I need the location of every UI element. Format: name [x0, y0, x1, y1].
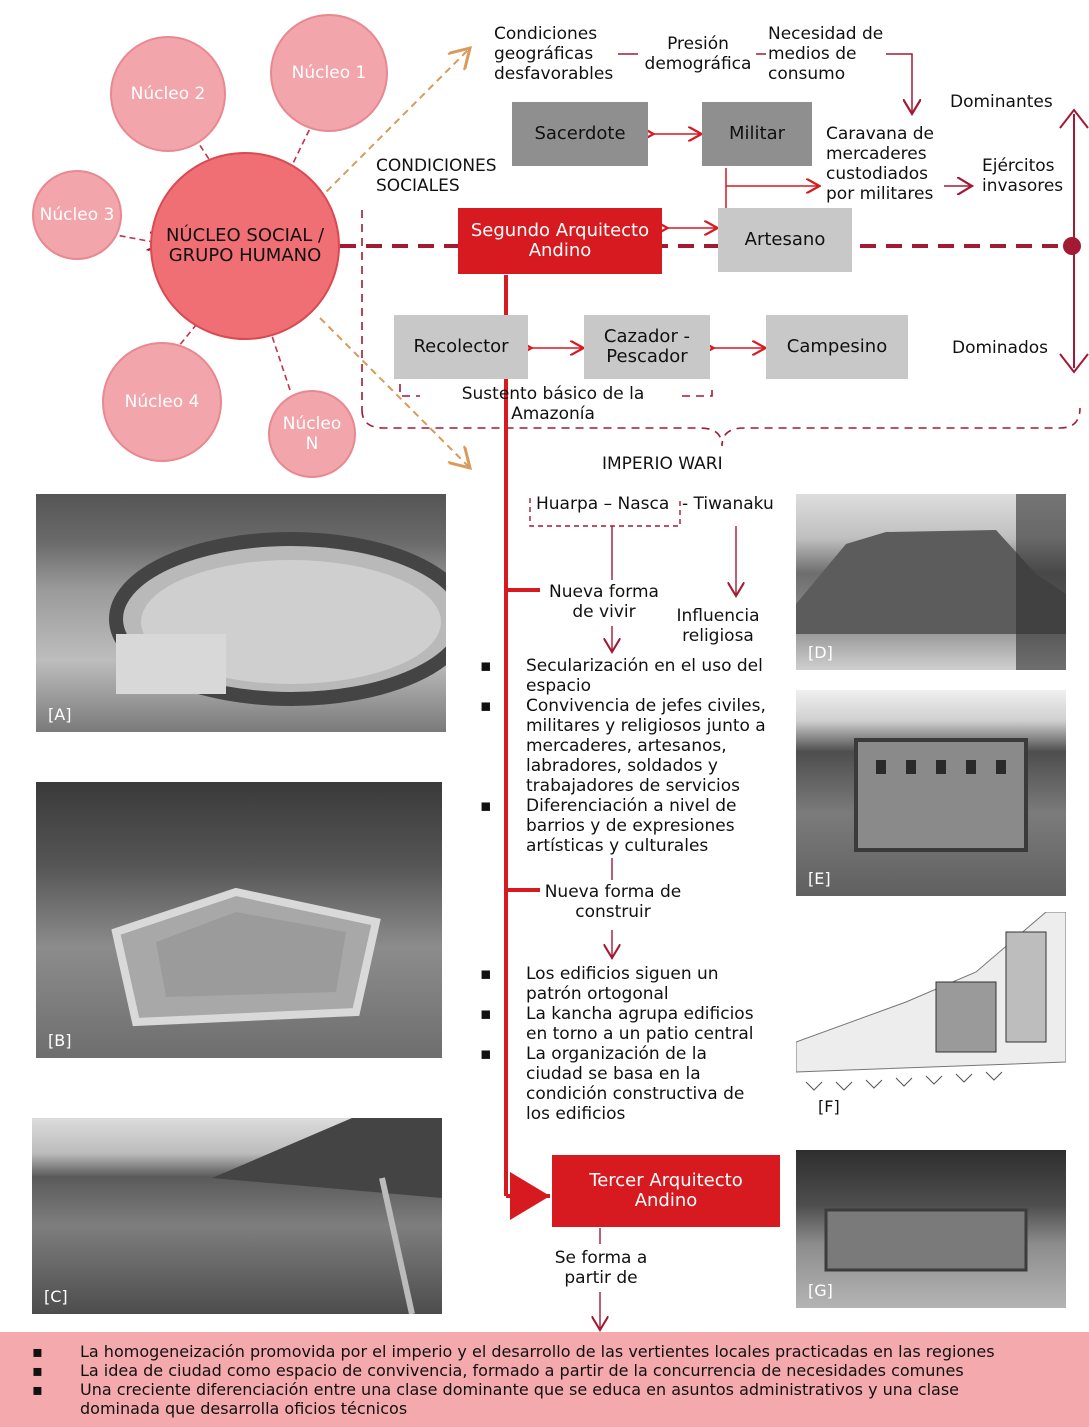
conclusion-item-text: La homogeneización promovida por el impe…: [80, 1342, 995, 1361]
photo-e-drawing: [854, 738, 1028, 852]
photo-b: [B]: [36, 782, 442, 1058]
imperio-wari-title: IMPERIO WARI: [602, 454, 723, 474]
militar-label: Militar: [728, 123, 786, 144]
photo-a-drawing: [109, 532, 446, 706]
nucleo-4-circle: Núcleo 4: [102, 342, 222, 462]
nucleo-3-circle: Núcleo 3: [32, 170, 122, 260]
dominantes-label: Dominantes: [950, 92, 1053, 112]
bullet-icon: ▪: [480, 796, 492, 816]
campesino-box: Campesino: [766, 315, 908, 379]
segundo-arquitecto-label: Segundo Arquitecto Andino: [470, 220, 650, 261]
tiwanaku-text: - Tiwanaku: [682, 494, 774, 514]
nucleo-social-label: NÚCLEO SOCIAL / GRUPO HUMANO: [165, 225, 325, 266]
photo-g-drawing: [824, 1208, 1028, 1272]
nucleo-n-label: Núcleo N: [282, 414, 342, 454]
conclusion-item: ▪ La homogeneización promovida por el imp…: [32, 1342, 1089, 1361]
vivir-item: ▪ Diferenciación a nivel de barrios y de …: [480, 796, 786, 856]
conclusion-item: ▪ Una creciente diferenciación entre una …: [32, 1380, 1040, 1418]
drawing-f-sketch: [796, 912, 1066, 1091]
huarpa-nasca-text: Huarpa – Nasca: [536, 494, 670, 514]
vivir-item: ▪ Convivencia de jefes civiles, militares…: [480, 696, 786, 796]
sacerdote-label: Sacerdote: [534, 123, 626, 144]
nucleo-1-circle: Núcleo 1: [270, 14, 388, 132]
construir-bullet-list: ▪ Los edificios siguen un patrón ortogona…: [480, 964, 766, 1124]
photo-d-drawing: [796, 494, 1066, 670]
bullet-icon: ▪: [32, 1342, 43, 1361]
bullet-icon: ▪: [480, 1004, 492, 1024]
nucleo-4-label: Núcleo 4: [124, 392, 200, 412]
photo-b-label: [B]: [48, 1031, 72, 1050]
conclusion-band: ▪ La homogeneización promovida por el imp…: [0, 1332, 1089, 1427]
bullet-icon: ▪: [32, 1380, 43, 1399]
photo-a: [A]: [36, 494, 446, 732]
photo-c-drawing: [212, 1118, 442, 1314]
photo-g: [G]: [796, 1150, 1066, 1308]
conclusion-item-text: Una creciente diferenciación entre una c…: [80, 1380, 960, 1418]
vivir-item-text: Convivencia de jefes civiles, militares …: [526, 696, 766, 796]
construir-item-text: La organización de la ciudad se basa en …: [526, 1044, 745, 1124]
construir-item-text: La kancha agrupa edificios en torno a un…: [526, 1004, 754, 1044]
vivir-item: ▪ Secularización en el uso del espacio: [480, 656, 786, 696]
photo-e-label: [E]: [808, 869, 831, 888]
cazador-pescador-box: Cazador - Pescador: [584, 315, 710, 379]
tercer-arquitecto-label: Tercer Arquitecto Andino: [589, 1170, 743, 1211]
nucleo-1-label: Núcleo 1: [291, 63, 367, 83]
conclusion-item: ▪ La idea de ciudad como espacio de convi…: [32, 1361, 1089, 1380]
photo-a-label: [A]: [48, 705, 72, 724]
nueva-forma-construir-label: Nueva forma de construir: [544, 882, 682, 922]
artesano-box: Artesano: [718, 208, 852, 272]
presion-demografica-text: Presión demográfica: [644, 34, 752, 74]
influencia-religiosa-label: Influencia religiosa: [676, 606, 760, 646]
bullet-icon: ▪: [480, 656, 492, 676]
condiciones-geograficas-text: Condiciones geográficas desfavorables: [494, 24, 614, 84]
vivir-item-text: Diferenciación a nivel de barrios y de e…: [526, 796, 737, 856]
segundo-arquitecto-box: Segundo Arquitecto Andino: [458, 208, 662, 274]
photo-d: [D]: [796, 494, 1066, 670]
photo-b-drawing: [111, 887, 381, 1027]
construir-item-text: Los edificios siguen un patrón ortogonal: [526, 964, 719, 1004]
construir-item: ▪ Los edificios siguen un patrón ortogona…: [480, 964, 766, 1004]
vivir-bullet-list: ▪ Secularización en el uso del espacio ▪ C…: [480, 656, 786, 856]
se-forma-label: Se forma a partir de: [554, 1248, 648, 1288]
cazador-pescador-label: Cazador - Pescador: [603, 326, 691, 367]
tercer-arquitecto-box: Tercer Arquitecto Andino: [552, 1155, 780, 1227]
photo-g-label: [G]: [808, 1281, 833, 1300]
nucleo-social-circle: NÚCLEO SOCIAL / GRUPO HUMANO: [150, 152, 340, 340]
bullet-icon: ▪: [480, 1044, 492, 1064]
caravana-text: Caravana de mercaderes custodiados por m…: [826, 124, 935, 204]
bullet-icon: ▪: [480, 964, 492, 984]
photo-d-label: [D]: [808, 643, 833, 662]
construir-item: ▪ La kancha agrupa edificios en torno a u…: [480, 1004, 766, 1044]
bullet-icon: ▪: [480, 696, 492, 716]
vivir-item-text: Secularización en el uso del espacio: [526, 656, 763, 696]
drawing-f-label: [F]: [818, 1097, 840, 1116]
photo-e: [E]: [796, 690, 1066, 896]
militar-box: Militar: [702, 102, 812, 166]
photo-c-label: [C]: [44, 1287, 68, 1306]
nucleo-2-circle: Núcleo 2: [110, 36, 226, 152]
nucleo-n-circle: Núcleo N: [268, 390, 356, 478]
campesino-label: Campesino: [786, 336, 888, 357]
artesano-label: Artesano: [744, 229, 826, 250]
nucleo-2-label: Núcleo 2: [130, 84, 206, 104]
bullet-icon: ▪: [32, 1361, 43, 1380]
recolector-box: Recolector: [394, 315, 528, 379]
drawing-f: [F]: [796, 912, 1066, 1126]
ejercitos-text: Ejércitos invasores: [982, 156, 1064, 196]
conclusion-item-text: La idea de ciudad como espacio de conviv…: [80, 1361, 964, 1380]
sacerdote-box: Sacerdote: [512, 102, 648, 166]
recolector-label: Recolector: [413, 336, 509, 357]
nucleo-3-label: Núcleo 3: [39, 205, 115, 225]
photo-c: [C]: [32, 1118, 442, 1314]
sustento-text: Sustento básico de la Amazonía: [461, 384, 645, 424]
dominados-label: Dominados: [952, 338, 1049, 358]
nueva-forma-vivir-label: Nueva forma de vivir: [549, 582, 659, 622]
construir-item: ▪ La organización de la ciudad se basa en…: [480, 1044, 766, 1124]
condiciones-sociales-label: CONDICIONES SOCIALES: [376, 156, 497, 196]
necesidad-consumo-text: Necesidad de medios de consumo: [768, 24, 884, 84]
